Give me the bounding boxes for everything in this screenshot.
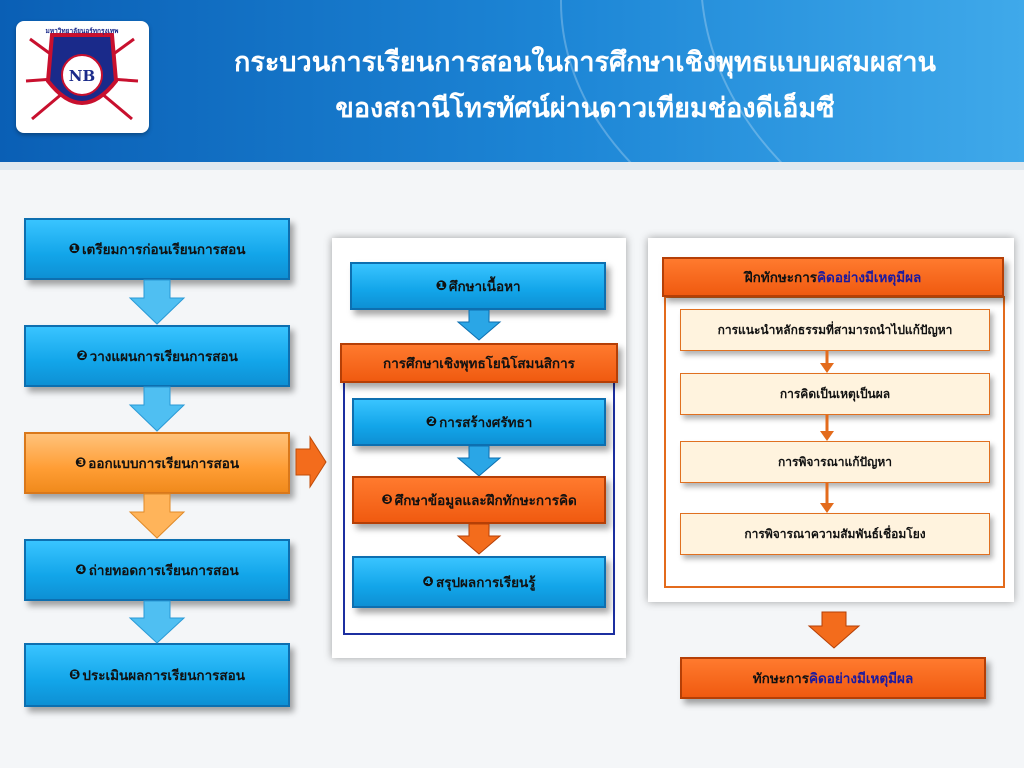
result-highlight: คิดอย่างมีเหตุมีผล: [808, 671, 914, 687]
step-label: ออกแบบการเรียนการสอน: [88, 456, 240, 472]
step-number: ❶: [68, 241, 80, 257]
page-title: กระบวนการเรียนการสอนในการศึกษาเชิงพุทธแบ…: [160, 40, 1010, 132]
result-box: ทักษะการคิดอย่างมีเหตุมีผล: [680, 657, 986, 699]
down-arrow-icon: [807, 611, 861, 649]
down-arrow-icon: [456, 309, 502, 341]
down-arrow-icon: [820, 351, 834, 373]
svg-text:NB: NB: [69, 67, 95, 85]
right-section-header: ฝึกทักษะการคิดอย่างมีเหตุมีผล: [662, 257, 1004, 297]
item-label: การแนะนำหลักธรรมที่สามารถนำไปแก้ปัญหา: [717, 322, 953, 337]
logo-emblem-icon: NB มหาวิทยาลัยนอร์ทกรุงเทพ NORTH BANGKOK…: [25, 27, 139, 121]
header-banner: [0, 0, 1024, 162]
step-label: ถ่ายทอดการเรียนการสอน: [88, 563, 239, 579]
step-number: ❶: [435, 278, 447, 294]
header-divider: [0, 162, 1024, 170]
step-number: ❺: [68, 667, 81, 683]
right-item-2: การคิดเป็นเหตุเป็นผล: [680, 373, 990, 415]
header-highlight: คิดอย่างมีเหตุมีผล: [817, 270, 922, 286]
down-arrow-icon: [456, 445, 502, 477]
step-label: ประเมินผลการเรียนการสอน: [82, 668, 246, 684]
step-label: วางแผนการเรียนการสอน: [89, 349, 238, 365]
down-arrow-icon: [128, 386, 186, 432]
step-label: สรุปผลการเรียนรู้: [435, 575, 536, 591]
item-label: การพิจารณาความสัมพันธ์เชื่อมโยง: [744, 526, 926, 541]
step-number: ❹: [75, 562, 87, 578]
down-arrow-icon: [820, 415, 834, 441]
down-arrow-icon: [456, 523, 502, 555]
down-arrow-icon: [128, 493, 186, 539]
item-label: การพิจารณาแก้ปัญหา: [778, 454, 892, 469]
step-label: การสร้างศรัทธา: [439, 415, 533, 431]
middle-section-header: การศึกษาเชิงพุทธโยนิโสมนสิการ: [340, 343, 618, 383]
svg-text:NORTH BANGKOK UNIVERSITY: NORTH BANGKOK UNIVERSITY: [56, 108, 109, 112]
step-label: ศึกษาเนื้อหา: [448, 279, 521, 295]
section-header-label: การศึกษาเชิงพุทธโยนิโสมนสิการ: [383, 356, 575, 372]
item-label: การคิดเป็นเหตุเป็นผล: [779, 386, 891, 401]
step-number: ❸: [381, 492, 393, 508]
step-number: ❷: [425, 414, 438, 430]
right-item-3: การพิจารณาแก้ปัญหา: [680, 441, 990, 483]
step-number: ❷: [76, 348, 88, 364]
header-prefix: ฝึกทักษะการ: [744, 270, 818, 286]
right-item-4: การพิจารณาความสัมพันธ์เชื่อมโยง: [680, 513, 990, 555]
title-line-2: ของสถานีโทรทัศน์ผ่านดาวเทียมช่องดีเอ็มซี: [335, 93, 835, 124]
svg-text:มหาวิทยาลัยนอร์ทกรุงเทพ: มหาวิทยาลัยนอร์ทกรุงเทพ: [46, 27, 119, 35]
step-number: ❹: [422, 574, 434, 590]
right-arrow-icon: [295, 435, 327, 489]
step-label: เตรียมการก่อนเรียนการสอน: [81, 242, 246, 258]
step-number: ❸: [74, 455, 87, 471]
down-arrow-icon: [128, 600, 186, 644]
down-arrow-icon: [128, 279, 186, 325]
right-item-1: การแนะนำหลักธรรมที่สามารถนำไปแก้ปัญหา: [680, 309, 990, 351]
step-label: ศึกษาข้อมูลและฝึกทักษะการคิด: [394, 493, 577, 509]
down-arrow-icon: [820, 483, 834, 513]
university-logo: NB มหาวิทยาลัยนอร์ทกรุงเทพ NORTH BANGKOK…: [16, 21, 149, 133]
result-prefix: ทักษะการ: [752, 671, 809, 687]
title-line-1: กระบวนการเรียนการสอนในการศึกษาเชิงพุทธแบ…: [234, 47, 936, 78]
